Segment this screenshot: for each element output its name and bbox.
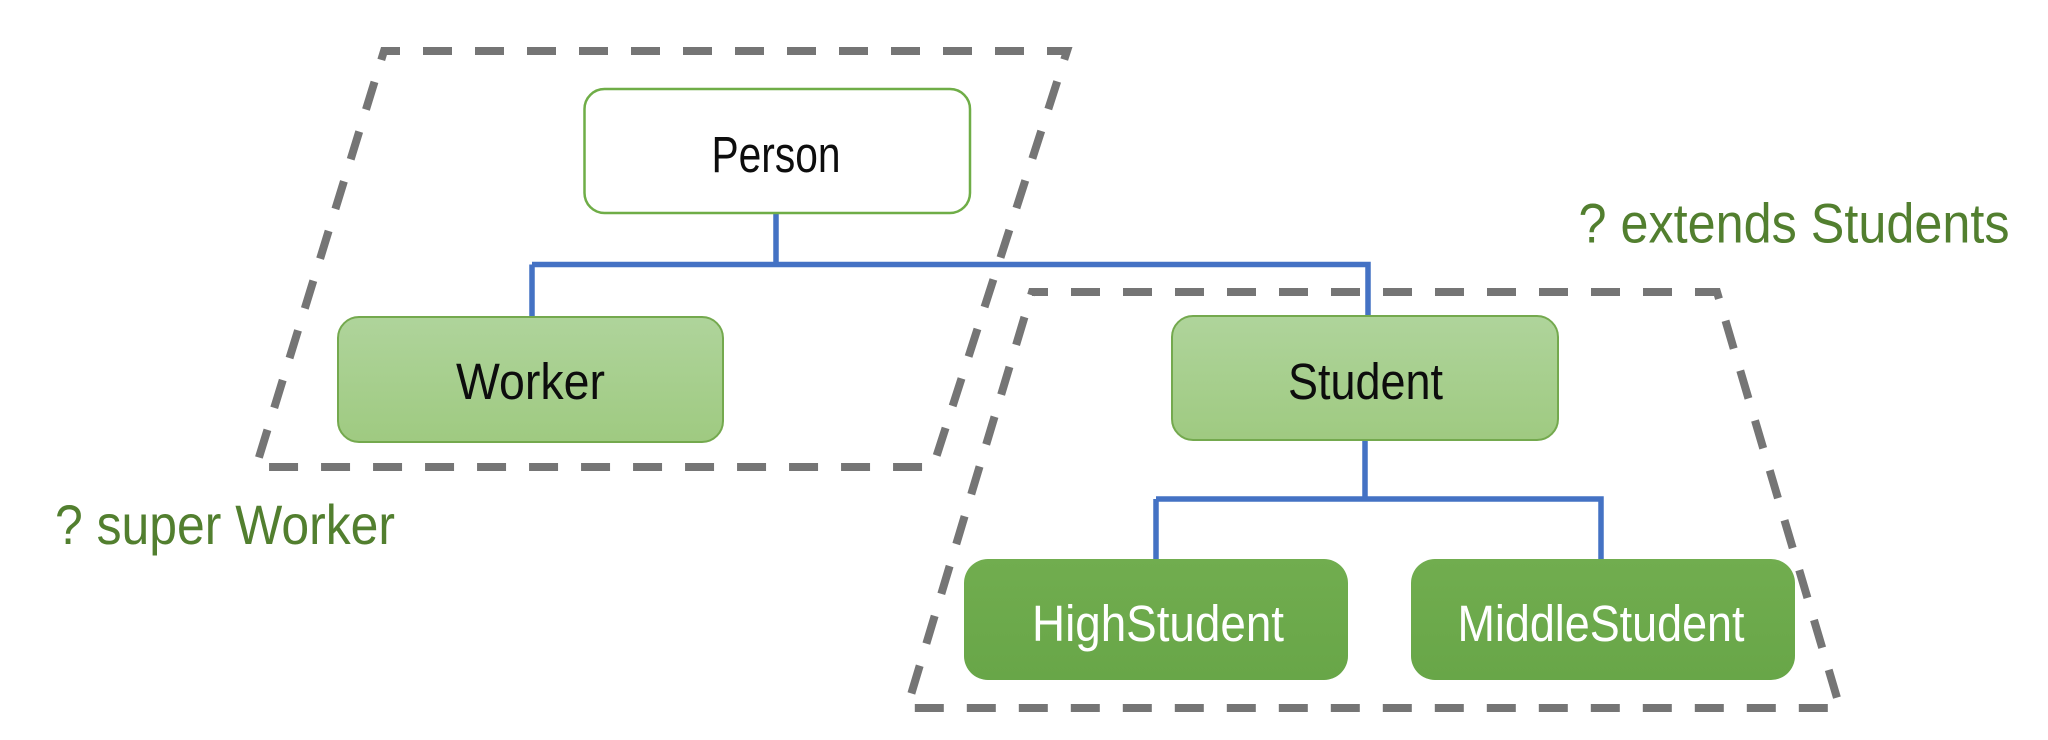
svg-text:Student: Student: [1288, 353, 1443, 410]
svg-text:Worker: Worker: [456, 353, 605, 410]
svg-text:Person: Person: [712, 126, 841, 183]
svg-text:MiddleStudent: MiddleStudent: [1458, 595, 1745, 652]
svg-text:HighStudent: HighStudent: [1032, 595, 1284, 652]
svg-text:? super Worker: ? super Worker: [55, 493, 395, 556]
svg-text:? extends Students: ? extends Students: [1579, 192, 2010, 255]
